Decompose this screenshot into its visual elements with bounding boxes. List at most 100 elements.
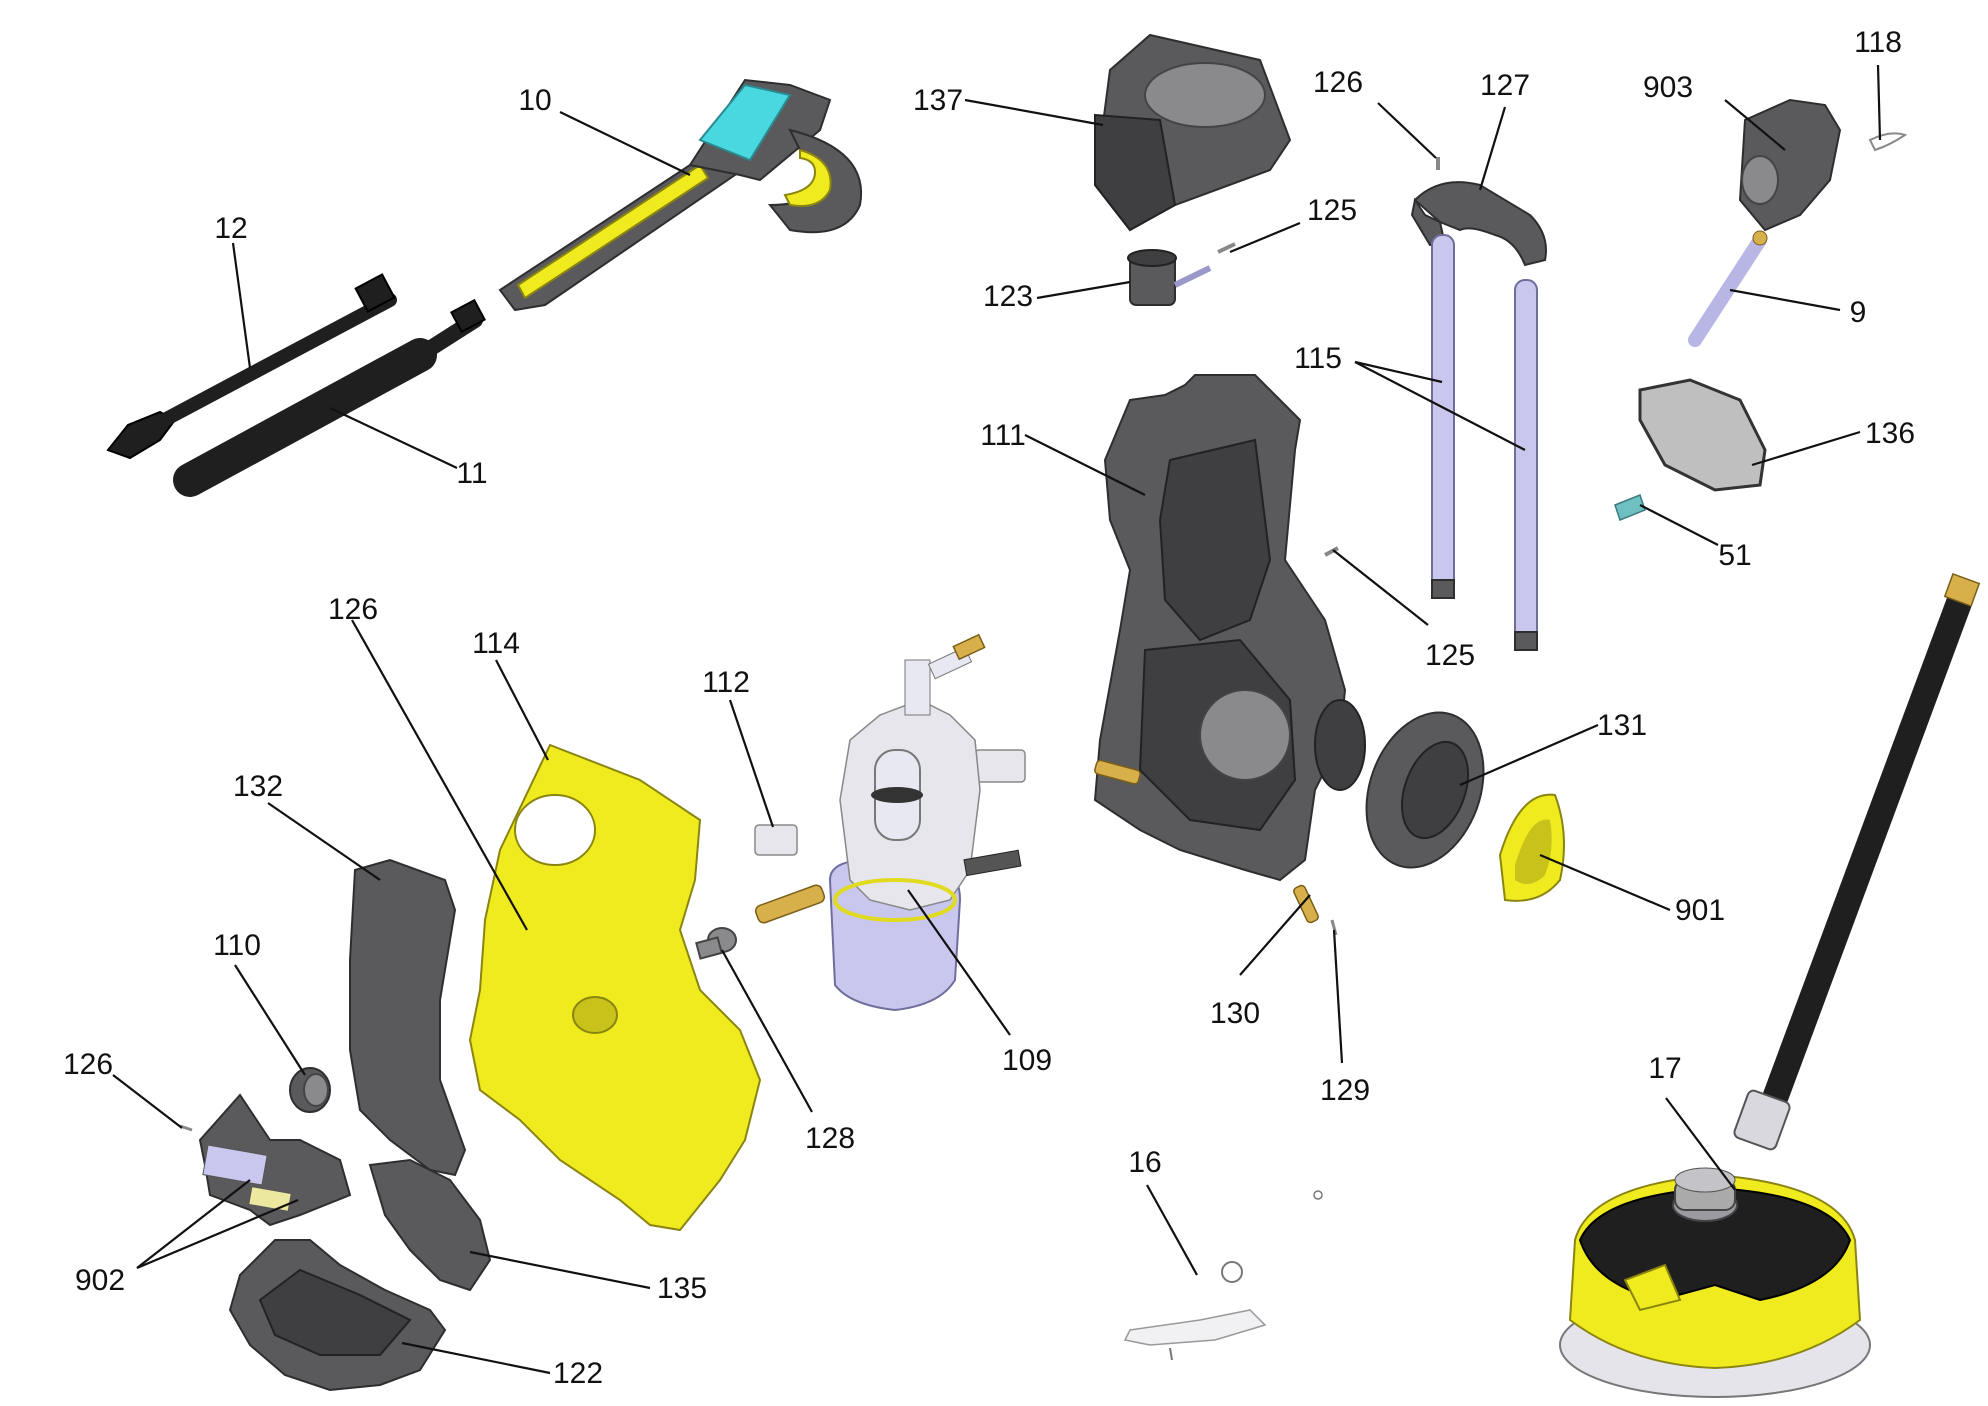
callout-112: 112 — [702, 666, 750, 699]
leader-10 — [559, 111, 691, 176]
callout-11: 11 — [456, 457, 487, 490]
part-903-hose-holder — [1738, 98, 1842, 232]
callout-9: 9 — [1850, 296, 1867, 329]
callout-130: 130 — [1210, 997, 1260, 1030]
leader-111 — [1024, 434, 1146, 496]
callout-128: 128 — [805, 1122, 855, 1155]
part-132-side-cover — [349, 858, 467, 1177]
part-135-lower-cover — [368, 1158, 492, 1292]
callout-51: 51 — [1718, 539, 1751, 572]
leader-9 — [1729, 288, 1841, 312]
callout-16: 16 — [1128, 1146, 1161, 1179]
callout-110: 110 — [213, 929, 261, 962]
leader-115a — [1354, 360, 1443, 384]
part-12-lance — [106, 273, 397, 460]
callout-126b: 126 — [328, 593, 378, 626]
callout-126a: 126 — [1313, 66, 1363, 99]
part-111-housing — [1093, 374, 1366, 882]
part-16-accessory — [1123, 1190, 1323, 1361]
callout-125a: 125 — [1307, 194, 1357, 227]
leader-109 — [907, 889, 1011, 1036]
callout-123: 123 — [983, 280, 1033, 313]
callout-10: 10 — [518, 84, 551, 117]
part-136-filter — [1638, 378, 1767, 492]
leader-129 — [1332, 929, 1344, 1064]
leader-130 — [1239, 894, 1311, 976]
callout-114: 114 — [472, 627, 520, 660]
part-122-base-cover — [228, 1239, 447, 1392]
part-51-label — [1614, 494, 1646, 521]
part-901-wheel-cap — [1498, 793, 1565, 902]
callout-122: 122 — [553, 1357, 603, 1390]
callout-902: 902 — [75, 1264, 125, 1297]
leader-125b — [1332, 549, 1429, 626]
part-123-holder — [1127, 249, 1212, 306]
leader-122 — [401, 1341, 551, 1375]
leader-137 — [964, 98, 1104, 127]
callout-12: 12 — [214, 212, 247, 245]
leader-901 — [1539, 853, 1671, 912]
leader-16 — [1146, 1184, 1198, 1276]
callout-126c: 126 — [63, 1048, 113, 1081]
callout-901: 901 — [1675, 894, 1725, 927]
leader-902b — [136, 1198, 299, 1270]
leader-12 — [231, 242, 252, 369]
leader-126c — [112, 1074, 183, 1129]
leader-126a — [1377, 102, 1437, 159]
part-112-dampers — [754, 749, 1026, 856]
part-902-front-bracket — [198, 1093, 352, 1227]
callout-109: 109 — [1002, 1044, 1052, 1077]
part-129-screw — [1330, 919, 1338, 936]
callout-labels: 10 12 11 137 123 125 126 127 903 118 9 1… — [63, 26, 1915, 1390]
part-17-surface-cleaner — [1559, 572, 1981, 1398]
leader-131 — [1459, 723, 1599, 787]
part-11-spray-lance — [173, 298, 486, 497]
callout-118: 118 — [1854, 26, 1902, 59]
leader-126b — [351, 619, 528, 931]
part-115-tubes — [1431, 234, 1538, 651]
leader-125a — [1229, 221, 1301, 254]
part-brass-connector — [1094, 759, 1141, 785]
leader-118 — [1876, 64, 1882, 141]
leader-112 — [728, 699, 775, 828]
callout-115: 115 — [1294, 342, 1342, 375]
part-114-front-cover — [468, 743, 762, 1232]
callout-127: 127 — [1480, 69, 1530, 102]
part-10-spray-gun — [498, 78, 863, 312]
part-109-motor-pump — [754, 633, 1022, 1012]
leader-lines — [112, 64, 1882, 1375]
callout-125b: 125 — [1425, 639, 1475, 672]
part-125-screw-a — [1217, 242, 1236, 254]
callout-111: 111 — [980, 419, 1026, 452]
leader-136 — [1751, 430, 1861, 467]
part-110-knob — [289, 1067, 331, 1113]
callout-17: 17 — [1648, 1052, 1681, 1085]
callout-135: 135 — [657, 1272, 707, 1305]
leader-115b — [1354, 361, 1526, 451]
callout-137: 137 — [913, 84, 963, 117]
callout-132: 132 — [233, 770, 283, 803]
callout-136: 136 — [1865, 417, 1915, 450]
leader-17 — [1665, 1097, 1736, 1191]
callout-129: 129 — [1320, 1074, 1370, 1107]
leader-902a — [136, 1179, 251, 1269]
leader-127 — [1478, 106, 1507, 191]
part-128-fitting — [695, 927, 737, 960]
part-137-hose-holder — [1093, 33, 1292, 232]
leader-11 — [329, 407, 458, 469]
callout-903: 903 — [1643, 71, 1693, 104]
part-118-clip — [1868, 132, 1908, 152]
leader-903 — [1724, 99, 1786, 151]
callout-131: 131 — [1597, 709, 1647, 742]
leader-123 — [1036, 280, 1131, 300]
part-131-wheel — [1365, 711, 1485, 869]
leader-128 — [721, 949, 813, 1113]
leader-132 — [267, 802, 381, 881]
leader-51 — [1639, 504, 1719, 546]
leader-135 — [469, 1250, 651, 1290]
leader-110 — [234, 964, 306, 1076]
part-130-connector — [1293, 884, 1319, 924]
part-9-hose — [1688, 230, 1768, 347]
part-125-screw-b — [1324, 546, 1339, 557]
